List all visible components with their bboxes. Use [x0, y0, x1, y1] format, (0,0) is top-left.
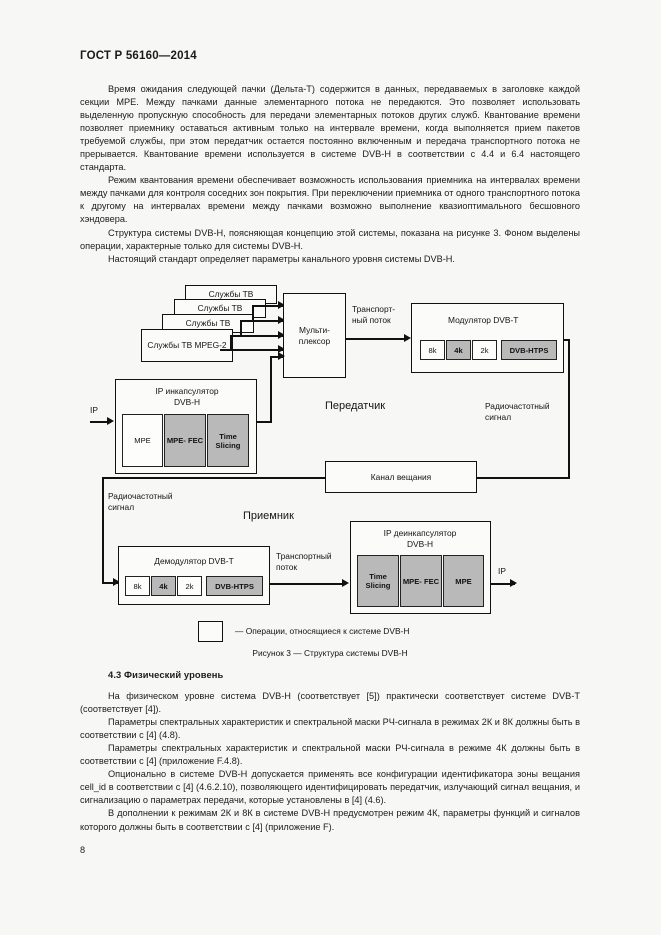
tv-arrow-1	[278, 301, 285, 309]
broadcast-channel-label: Канал вещания	[370, 471, 432, 482]
modulator-chip-8k-label: 8k	[428, 345, 437, 355]
modulator-chip-8k: 8k	[420, 340, 445, 360]
demodulator-chip-2k: 2k	[177, 576, 202, 596]
tv-stack-connector-3	[230, 335, 232, 350]
ip-encapsulator-chip-mpe: MPE	[122, 414, 163, 467]
encapsulator-up-line	[270, 356, 272, 422]
channel-to-demod-line	[102, 582, 118, 584]
mux-to-modulator-line	[346, 338, 408, 340]
rf-signal-bottom-label: Радиочастотный сигнал	[108, 491, 173, 512]
section-4-3: 4.3 Физический уровень На физическом уро…	[80, 668, 580, 834]
demodulator-chip-dvbhtps-label: DVB-HTPS	[215, 581, 254, 591]
rf-signal-top-label: Радиочастотный сигнал	[485, 401, 550, 422]
demodulator-label: Демодулятор DVB-T	[154, 556, 234, 566]
tv-arrow-3	[278, 331, 285, 339]
tv-link-4	[220, 349, 283, 351]
ip-encapsulator-chip-mpe-label: MPE	[134, 436, 151, 445]
ip-input-label: IP	[90, 405, 98, 415]
modulator-to-channel-line	[477, 477, 570, 479]
ip-decapsulator-chip-mpe-label: MPE	[455, 576, 472, 586]
ip-input-arrow	[107, 417, 114, 425]
ip-decapsulator-chip-mpefec-label: MPE- FEC	[402, 576, 440, 586]
encapsulator-to-mux-line	[270, 356, 283, 358]
tv-link-2	[240, 320, 283, 322]
legend-swatch-box	[198, 621, 223, 642]
tv-stack-connector-1	[252, 305, 254, 321]
figure-3-dvbh-system-structure: Службы ТВ Службы ТВ Службы ТВ Службы ТВ …	[80, 283, 661, 663]
demodulator-chip-4k-label: 4k	[159, 581, 168, 591]
tv-service-label-2: Службы ТВ	[197, 303, 243, 313]
transport-stream-bottom-label: Транспортный поток	[276, 551, 332, 572]
demod-to-decapsulator-line	[270, 583, 346, 585]
section-paragraph-4: Опционально в системе DVB-H допускается …	[80, 769, 580, 806]
document-standard-header: ГОСТ Р 56160—2014	[80, 50, 197, 62]
ip-decapsulator-chip-timeslicing: Time Slicing	[357, 555, 399, 607]
section-paragraph-3: Параметры спектральных характеристик и с…	[80, 743, 580, 767]
ip-input-line	[90, 421, 111, 423]
demodulator-chip-8k: 8k	[125, 576, 150, 596]
tv-link-1	[252, 305, 283, 307]
section-4-3-heading: 4.3 Физический уровень	[108, 669, 224, 680]
section-paragraph-2: Параметры спектральных характеристик и с…	[80, 717, 580, 741]
modulator-chip-4k: 4k	[446, 340, 471, 360]
demodulator-chip-8k-label: 8k	[133, 581, 142, 591]
transmitter-label: Передатчик	[325, 400, 386, 412]
encapsulator-out-line	[247, 421, 272, 423]
ip-encapsulator-chip-timeslicing-label: Time Slicing	[215, 431, 241, 450]
demodulator-chip-dvbhtps: DVB-HTPS	[206, 576, 263, 596]
modulator-chip-2k-label: 2k	[480, 345, 489, 355]
modulator-box	[411, 303, 564, 373]
demod-to-decapsulator-arrow	[342, 579, 349, 587]
modulator-output-hline	[564, 339, 570, 341]
modulator-output-vline	[568, 339, 570, 478]
tv-service-box-mpeg2: Службы ТВ MPEG-2	[141, 329, 233, 362]
paragraph-2: Режим квантования времени обеспечивает в…	[80, 175, 580, 225]
broadcast-channel-box: Канал вещания	[325, 461, 477, 493]
modulator-chip-dvbhtps: DVB-HTPS	[501, 340, 557, 360]
legend-text: — Операции, относящиеся к системе DVB-H	[235, 626, 410, 636]
ip-encapsulator-chip-mpefec-label: MPE- FEC	[166, 436, 204, 445]
section-paragraph-5: В дополнении к режимам 2К и 8К в системе…	[80, 808, 580, 832]
tv-service-label-3: Службы ТВ	[185, 318, 231, 328]
channel-out-line	[102, 477, 326, 479]
tv-link-3	[230, 335, 283, 337]
ip-encapsulator-chip-timeslicing: Time Slicing	[207, 414, 249, 467]
page-number: 8	[80, 845, 86, 855]
section-paragraph-1: На физическом уровне система DVB-H (соот…	[80, 691, 580, 715]
channel-to-demod-arrow	[113, 578, 120, 586]
paragraph-4: Настоящий стандарт определяет параметры …	[108, 253, 455, 264]
tv-service-label-1: Службы ТВ	[208, 289, 254, 299]
modulator-label: Модулятор DVB-T	[448, 315, 519, 325]
ip-encapsulator-chip-mpefec: MPE- FEC	[164, 414, 206, 467]
mux-to-modulator-arrow	[404, 334, 411, 342]
page-content: ГОСТ Р 56160—2014 Время ожидания следующ…	[80, 0, 580, 935]
figure-caption: Рисунок 3 — Структура системы DVB-H	[252, 648, 408, 658]
tv-stack-connector-2	[240, 320, 242, 336]
ip-decapsulator-chip-mpefec: MPE- FEC	[400, 555, 442, 607]
ip-output-line	[491, 583, 515, 585]
demodulator-chip-4k: 4k	[151, 576, 176, 596]
modulator-chip-4k-label: 4k	[454, 345, 463, 355]
demodulator-chip-2k-label: 2k	[185, 581, 194, 591]
tv-arrow-2	[278, 316, 285, 324]
transport-stream-top-label: Транспорт- ный поток	[352, 304, 396, 325]
tv-service-label-mpeg2: Службы ТВ MPEG-2	[147, 340, 227, 350]
encapsulator-to-mux-arrow	[278, 352, 285, 360]
modulator-chip-2k: 2k	[472, 340, 497, 360]
ip-output-arrow	[510, 579, 517, 587]
paragraph-1: Время ожидания следующей пачки (Дельта-Т…	[80, 84, 580, 173]
ip-decapsulator-chip-timeslicing-label: Time Slicing	[365, 572, 391, 590]
channel-down-vline	[102, 477, 104, 583]
paragraph-3: Структура системы DVB-H, поясняющая конц…	[80, 227, 580, 251]
receiver-label: Приемник	[243, 510, 294, 522]
multiplexer-label: Мульти- плексор	[298, 324, 331, 346]
ip-decapsulator-chip-mpe: MPE	[443, 555, 484, 607]
ip-decapsulator-label: IP деинкапсулятор DVB-H	[383, 528, 457, 549]
modulator-chip-dvbhtps-label: DVB-HTPS	[509, 345, 549, 355]
multiplexer-box: Мульти- плексор	[283, 293, 346, 378]
ip-encapsulator-label: IP инкапсулятор DVB-H	[155, 386, 219, 407]
intro-body-text: Время ожидания следующей пачки (Дельта-Т…	[80, 83, 580, 266]
tv-arrow-4	[278, 345, 285, 353]
ip-output-label: IP	[498, 566, 506, 576]
